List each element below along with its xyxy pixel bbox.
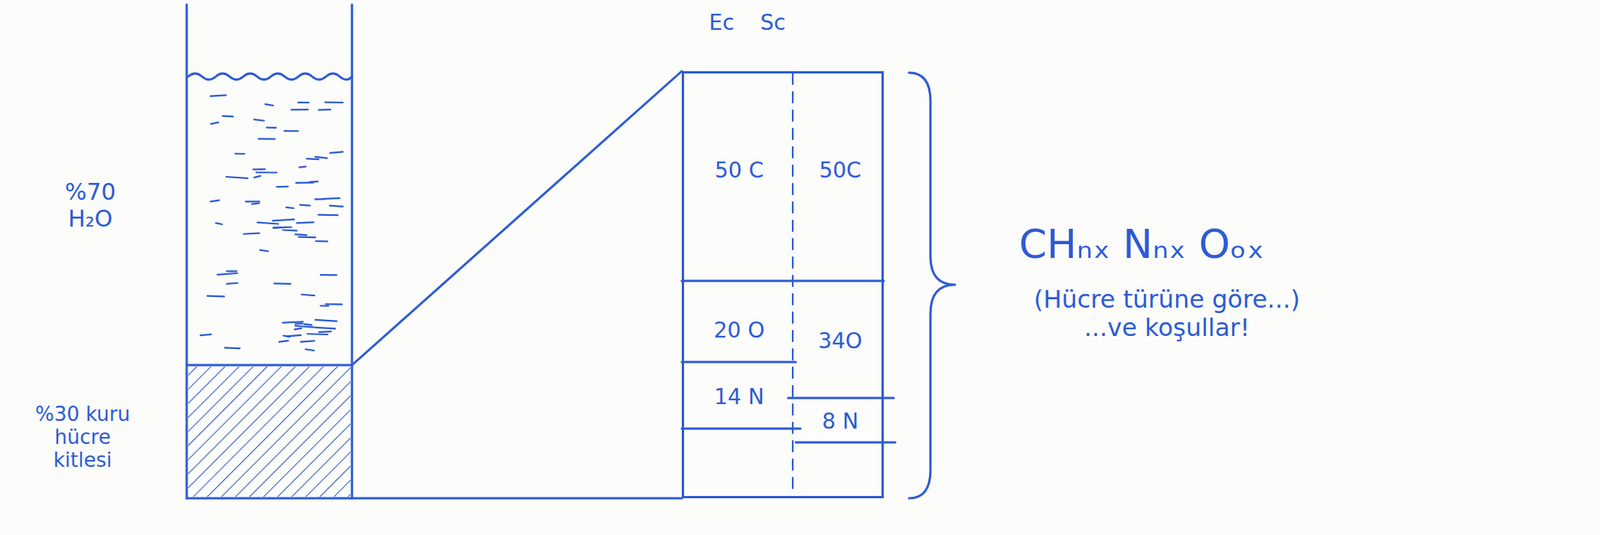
water-dash xyxy=(226,283,238,284)
row-line xyxy=(795,441,896,444)
cell-formula: CHₙₓ Nₙₓ Oₒₓ xyxy=(1019,221,1265,268)
water-surface xyxy=(188,73,352,80)
water-dash xyxy=(226,176,248,179)
water-dash xyxy=(296,221,314,223)
water-dash xyxy=(257,222,278,225)
formula-note: (Hücre türüne göre...) ...ve koşullar! xyxy=(1026,285,1308,343)
row-line xyxy=(681,427,801,431)
water-dash xyxy=(260,250,269,252)
water-dash xyxy=(279,340,289,342)
water-dash xyxy=(222,114,233,118)
water-dash xyxy=(217,273,238,275)
water-dash xyxy=(210,200,219,203)
water-dash xyxy=(315,327,336,330)
water-dash xyxy=(276,185,289,189)
water-dash xyxy=(303,323,312,325)
water-dash xyxy=(286,207,294,209)
water-dash xyxy=(251,203,259,205)
element-amount: 34O xyxy=(817,329,863,354)
element-amount: 14 N xyxy=(713,384,764,410)
column-header: Sc xyxy=(759,10,786,36)
water-dash xyxy=(266,126,276,129)
water-dash xyxy=(273,226,291,229)
water-dash xyxy=(298,235,316,238)
water-dash xyxy=(295,234,307,235)
column-header: Ec xyxy=(708,10,734,36)
water-dash xyxy=(291,108,309,111)
row-line xyxy=(681,280,884,283)
water-dash xyxy=(315,198,326,201)
water-dash xyxy=(325,303,343,305)
water-dashes xyxy=(200,94,343,351)
water-dash xyxy=(226,270,237,272)
water-dash xyxy=(234,153,245,155)
water-dash xyxy=(253,168,265,171)
water-dash xyxy=(319,108,331,111)
dry-mass-hatch xyxy=(188,366,351,497)
water-dash xyxy=(283,335,290,338)
water-dash xyxy=(284,130,299,132)
water-dash xyxy=(318,214,338,217)
beaker-bottom-line xyxy=(186,497,682,500)
water-dash xyxy=(301,294,315,296)
dry-mass-share: %30 kuru hücre kitlesi xyxy=(25,403,141,473)
water-dash xyxy=(273,282,291,285)
water-dash xyxy=(258,137,275,140)
water-dash xyxy=(210,94,226,96)
water-dash xyxy=(325,101,343,104)
row-line xyxy=(788,397,894,400)
water-dash xyxy=(329,205,343,207)
water-dash xyxy=(315,156,327,159)
element-amount: 8 N xyxy=(821,409,859,434)
water-dash xyxy=(319,330,331,333)
element-amount: 20 O xyxy=(713,318,766,343)
water-dash xyxy=(283,321,304,323)
column-divider xyxy=(791,73,794,496)
water-dash xyxy=(329,151,343,153)
water-dash xyxy=(295,325,315,328)
water-dash xyxy=(211,122,219,124)
zoom-line xyxy=(351,71,682,365)
water-dash xyxy=(300,340,315,342)
water-dash xyxy=(215,222,222,225)
water-dash xyxy=(283,228,297,232)
dry-mass-boundary xyxy=(186,364,352,367)
water-dash xyxy=(224,346,240,349)
water-dash xyxy=(265,104,274,106)
water-share: %70 H₂O xyxy=(58,179,122,232)
water-dash xyxy=(299,204,310,207)
water-dash xyxy=(320,304,329,307)
water-dash xyxy=(294,328,302,330)
beaker-wall xyxy=(185,4,189,499)
water-dash xyxy=(306,157,319,160)
water-dash xyxy=(296,181,314,184)
water-dash xyxy=(207,295,225,298)
element-amount: 50C xyxy=(818,158,861,183)
water-dash xyxy=(298,101,310,104)
water-dash xyxy=(316,240,328,243)
curly-bracket xyxy=(909,72,955,499)
water-dash xyxy=(295,322,303,325)
water-dash xyxy=(200,334,212,336)
water-dash xyxy=(305,348,314,351)
water-dash xyxy=(299,166,306,168)
water-dash xyxy=(320,273,337,277)
water-dash xyxy=(245,200,260,203)
water-dash xyxy=(307,332,328,336)
water-dash xyxy=(254,119,264,121)
water-dash xyxy=(244,233,260,235)
composition-box: EcSc50 C50C20 O34O14 N8 N xyxy=(681,71,884,499)
water-dash xyxy=(273,219,295,222)
element-amount: 50 C xyxy=(714,158,764,183)
water-dash xyxy=(315,319,337,322)
water-dash xyxy=(256,171,277,173)
row-line xyxy=(681,361,796,364)
water-dash xyxy=(254,175,261,178)
